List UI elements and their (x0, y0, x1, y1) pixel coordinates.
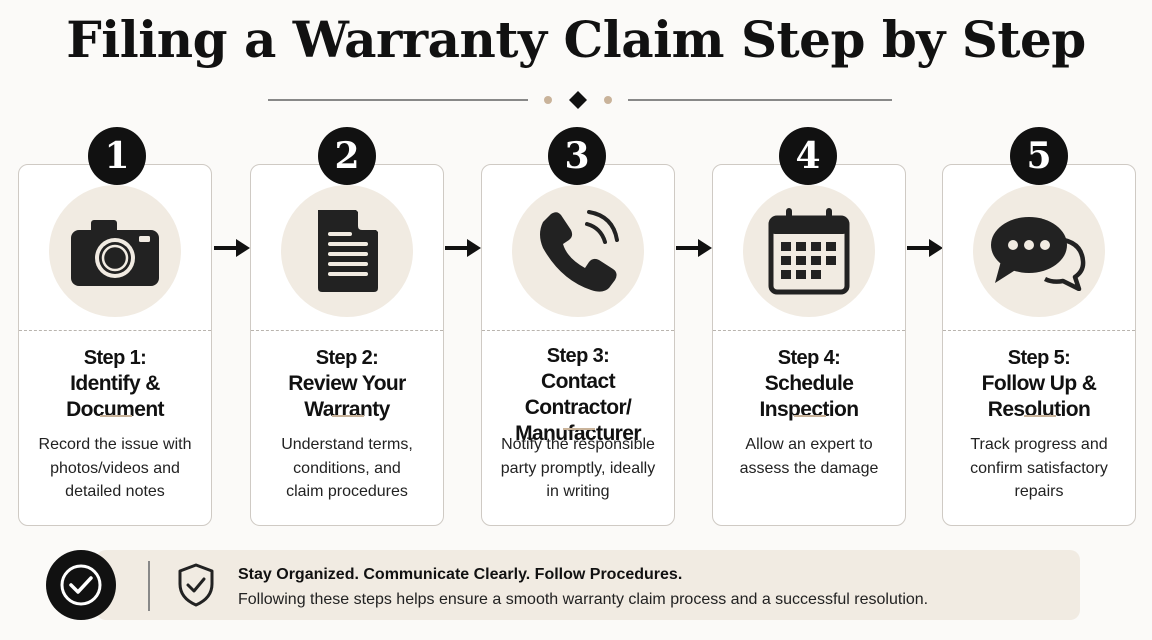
description-line: Track progress and (970, 436, 1108, 453)
step-description: Allow an expert to assess the damage (723, 433, 895, 480)
step-title: Follow Up & Resolution (981, 372, 1097, 421)
step-card: Step 1: Identify & Document Record the i… (18, 164, 212, 526)
step-number-badge: 4 (779, 127, 837, 185)
description-line: Notify the responsible (501, 436, 655, 453)
icon-backdrop (281, 185, 413, 317)
step-number-badge: 3 (548, 127, 606, 185)
icon-backdrop (743, 185, 875, 317)
step-label: Step 2: (315, 347, 379, 369)
title-ornament (268, 91, 892, 109)
arrow-right-icon (445, 239, 481, 257)
description-line: confirm satisfactory (970, 459, 1108, 477)
camera-icon (71, 220, 159, 286)
step-label: Step 3: (546, 345, 610, 367)
description-line: claim procedures (286, 483, 408, 500)
step-number-badge: 1 (88, 127, 146, 185)
card-divider (19, 330, 211, 331)
description-line: Record the issue with (38, 436, 192, 453)
description-line: in writing (546, 483, 610, 500)
card-divider (251, 330, 443, 331)
step-heading: Step 1: Identify & Document (23, 345, 207, 423)
card-divider (943, 330, 1135, 331)
description-line: repairs (1014, 483, 1064, 500)
footer-banner (96, 550, 1080, 620)
checkmark-circle-icon (46, 550, 116, 620)
accent-line (332, 415, 364, 417)
description-line: detailed notes (65, 483, 165, 500)
card-divider (713, 330, 905, 331)
description-line: party promptly, ideally (500, 459, 656, 477)
step-title: Identify & Document (66, 372, 164, 421)
accent-line (1024, 415, 1056, 417)
step-heading: Step 5: Follow Up & Resolution (947, 345, 1131, 423)
description-line: Allow an expert to (745, 436, 873, 453)
step-card: Step 2: Review Your Warranty Understand … (250, 164, 444, 526)
chat-bubbles-icon (991, 217, 1086, 291)
step-title: Contact Contractor/ (524, 370, 632, 419)
step-title: Review Your Warranty (288, 372, 406, 421)
page-title: Filing a Warranty Claim Step by Step (66, 10, 1086, 69)
step-description: Understand terms, conditions, and claim … (261, 433, 433, 504)
step-number-badge: 5 (1010, 127, 1068, 185)
step-number-badge: 2 (318, 127, 376, 185)
icon-backdrop (973, 185, 1105, 317)
icon-backdrop (49, 185, 181, 317)
step-title: Manufacturer (515, 422, 641, 445)
step-heading: Step 2: Review Your Warranty (255, 345, 439, 423)
step-label: Step 5: (1007, 347, 1071, 369)
step-description: Track progress and confirm satisfactory … (953, 433, 1125, 504)
footer-text: Following these steps helps ensure a smo… (238, 591, 929, 608)
card-divider (482, 330, 674, 331)
shield-check-icon (178, 563, 214, 607)
step-card: Step 4: Schedule Inspection Allow an exp… (712, 164, 906, 526)
calendar-icon (768, 208, 850, 295)
step-heading: Step 3: Contact Contractor/ Manufacturer (486, 343, 670, 447)
description-line: conditions, and (293, 459, 401, 477)
description-line: photos/videos and (50, 459, 180, 477)
icon-backdrop (512, 185, 644, 317)
step-label: Step 4: (777, 347, 841, 369)
accent-line (794, 415, 826, 417)
footer-headline: Stay Organized. Communicate Clearly. Fol… (238, 566, 683, 583)
description-line: assess the damage (739, 459, 879, 477)
arrow-right-icon (676, 239, 712, 257)
step-label: Step 1: (83, 347, 147, 369)
step-title: Schedule Inspection (759, 372, 859, 421)
step-card: Step 3: Contact Contractor/ Manufacturer… (481, 164, 675, 526)
step-heading: Step 4: Schedule Inspection (717, 345, 901, 423)
step-description: Notify the responsible party promptly, i… (492, 433, 664, 504)
arrow-right-icon (907, 239, 943, 257)
arrow-right-icon (214, 239, 250, 257)
step-card: Step 5: Follow Up & Resolution Track pro… (942, 164, 1136, 526)
phone-icon (540, 210, 619, 292)
accent-line (563, 428, 595, 430)
step-description: Record the issue with photos/videos and … (29, 433, 201, 504)
document-icon (318, 210, 378, 292)
description-line: Understand terms, (281, 436, 413, 453)
footer-separator (148, 561, 150, 611)
accent-line (100, 415, 132, 417)
